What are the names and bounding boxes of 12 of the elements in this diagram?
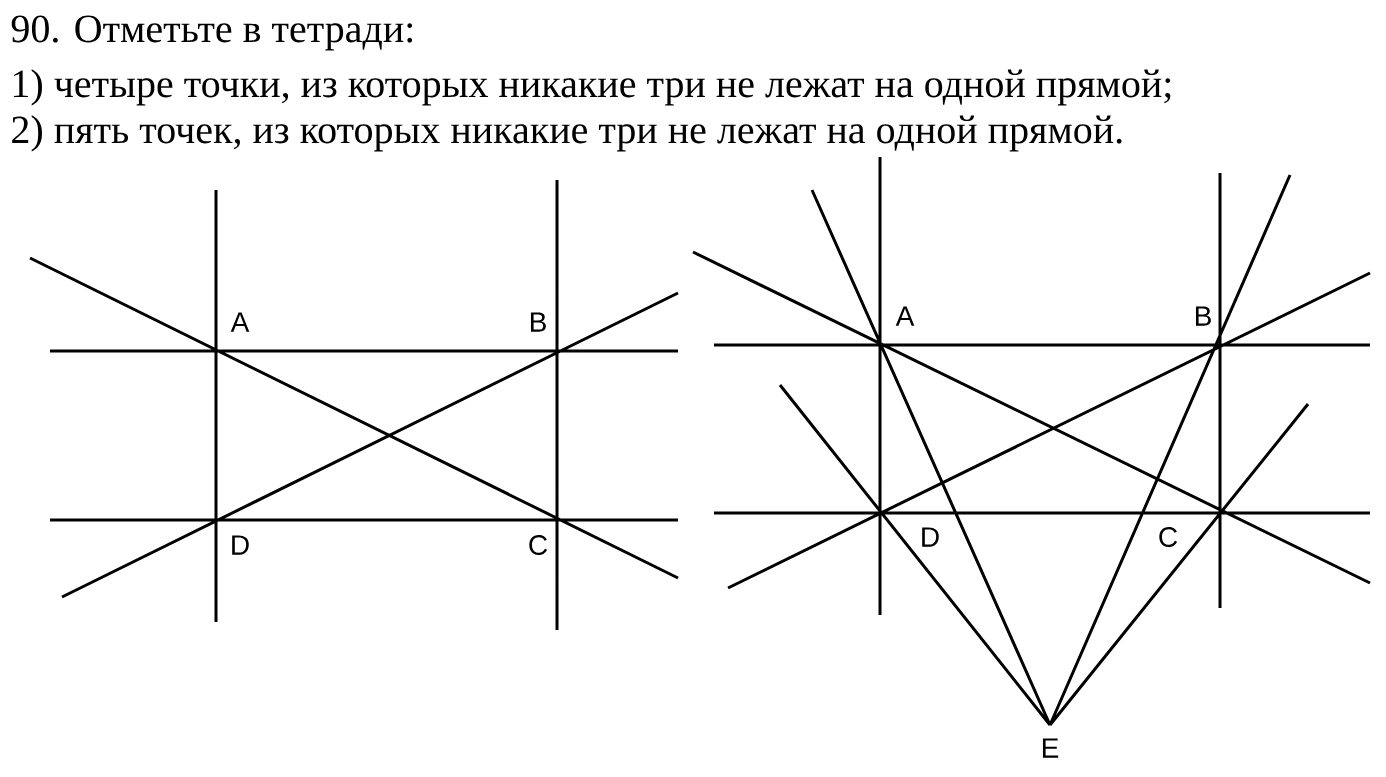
task-heading: 90. Отметьте в тетради: xyxy=(11,15,413,51)
point-label: B xyxy=(530,312,546,332)
point-label: E xyxy=(1042,738,1059,758)
point-label: B xyxy=(1195,306,1211,326)
point-label: A xyxy=(895,306,915,326)
point-label: D xyxy=(232,535,249,555)
task-text: 1) четыре точки, из которых никакие три не лежат на одной прямой; xyxy=(13,69,1171,106)
point-label: D xyxy=(922,527,939,547)
point-label: C xyxy=(529,535,548,555)
point-label: A xyxy=(230,312,250,332)
task-text: 2) пять точек, из которых никакие три не лежат на одной прямой. xyxy=(12,115,1122,152)
point-label: C xyxy=(1159,527,1178,547)
